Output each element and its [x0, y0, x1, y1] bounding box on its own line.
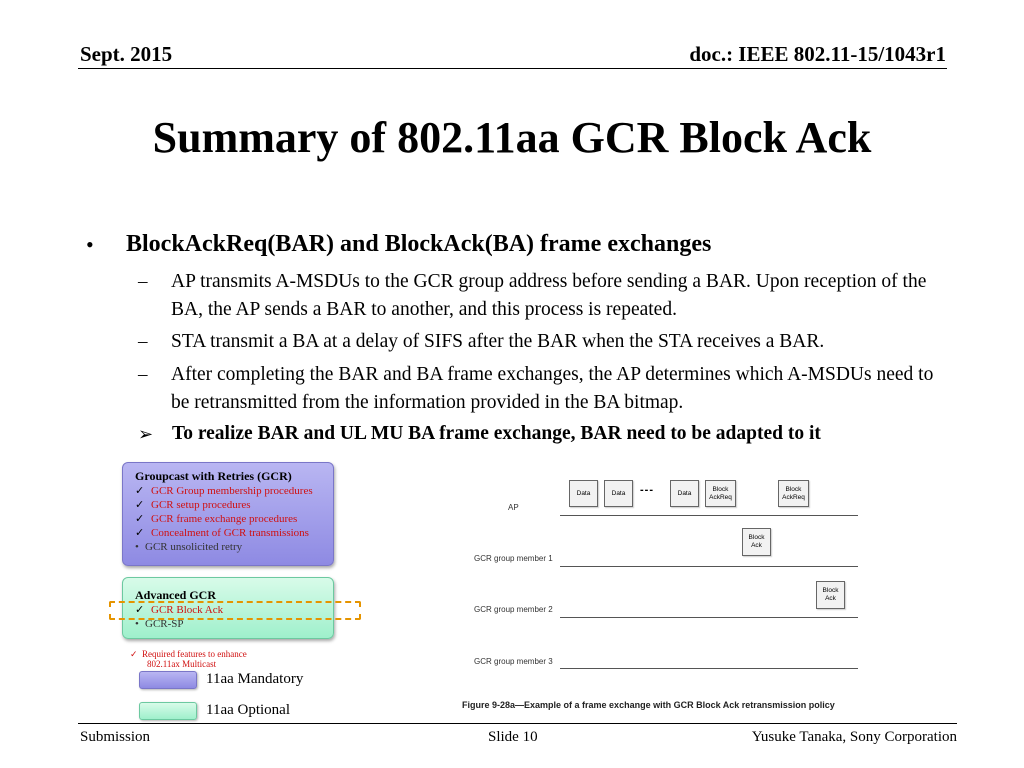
dash-marker-1: – [138, 271, 148, 292]
footer-author: Yusuke Tanaka, Sony Corporation [751, 729, 957, 745]
timeline-ap [560, 515, 858, 516]
row-label-member-2: GCR group member 2 [474, 605, 553, 614]
dot-bullet-icon: • [135, 618, 139, 630]
footer-submission: Submission [80, 729, 151, 745]
footer-rule [78, 723, 957, 724]
sub-bullet-3: After completing the BAR and BA frame ex… [171, 364, 934, 413]
adv-box-title: Advanced GCR [135, 588, 217, 602]
header-doc-id: doc.: IEEE 802.11-15/1043r1 [689, 42, 946, 66]
adv-item-extra: •GCR-SP [135, 618, 184, 630]
gcr-item: ✓GCR frame exchange procedures [135, 513, 298, 525]
header-date: Sept. 2015 [80, 42, 173, 66]
timeline-member-2 [560, 617, 858, 618]
sub-bullet-1: AP transmits A-MSDUs to the GCR group ad… [171, 271, 927, 320]
conclusion-text: To realize BAR and UL MU BA frame exchan… [172, 423, 821, 444]
checkmark-icon: ✓ [135, 499, 145, 511]
checkmark-icon: ✓ [135, 485, 145, 497]
row-label-member-3: GCR group member 3 [474, 657, 553, 666]
figure-caption: Figure 9-28a—Example of a frame exchange… [462, 700, 835, 710]
legend-label-mandatory: 11aa Mandatory [206, 671, 304, 687]
slide-title: Summary of 802.11aa GCR Block Ack [152, 113, 872, 162]
gcr-box-title: Groupcast with Retries (GCR) [135, 469, 292, 483]
checkmark-icon: ✓ [130, 649, 138, 659]
bullet-heading: BlockAckReq(BAR) and BlockAck(BA) frame … [126, 231, 712, 257]
advanced-gcr-box: Advanced GCR ✓GCR Block Ack •GCR-SP [122, 577, 334, 639]
bullet-marker: • [86, 232, 94, 257]
gcr-item-extra: •GCR unsolicited retry [135, 541, 243, 553]
checkmark-icon: ✓ [135, 527, 145, 539]
gcr-item: ✓GCR setup procedures [135, 499, 251, 511]
gcr-feature-box: Groupcast with Retries (GCR) ✓GCR Group … [122, 462, 334, 566]
ellipsis-dashes: --- [640, 484, 654, 496]
footer-slide-number: Slide 10 [488, 729, 538, 745]
legend-swatch-optional [139, 702, 197, 720]
timeline-member-1 [560, 566, 858, 567]
legend-swatch-mandatory [139, 671, 197, 689]
row-label-member-1: GCR group member 1 [474, 554, 553, 563]
sub-bullet-2: STA transmit a BA at a delay of SIFS aft… [171, 331, 825, 352]
dash-marker-3: – [138, 364, 148, 385]
arrow-bullet-icon: ➢ [138, 424, 154, 444]
legend-label-optional: 11aa Optional [206, 702, 291, 718]
data-frame: Data [569, 480, 598, 507]
highlight-dashed-rect [109, 601, 361, 620]
gcr-item: ✓Concealment of GCR transmissions [135, 527, 309, 539]
checkmark-icon: ✓ [135, 604, 145, 616]
dash-marker-2: – [138, 331, 148, 352]
gcr-item: ✓GCR Group membership procedures [135, 485, 313, 497]
required-features-note: ✓ Required features to enhance 802.11ax … [130, 649, 247, 669]
header-rule [78, 68, 947, 69]
checkmark-icon: ✓ [135, 513, 145, 525]
adv-item-block-ack: ✓GCR Block Ack [135, 604, 224, 616]
data-frame: Data [670, 480, 699, 507]
dot-bullet-icon: • [135, 541, 139, 553]
row-label-ap: AP [508, 503, 519, 512]
data-frame: Data [604, 480, 633, 507]
timeline-member-3 [560, 668, 858, 669]
